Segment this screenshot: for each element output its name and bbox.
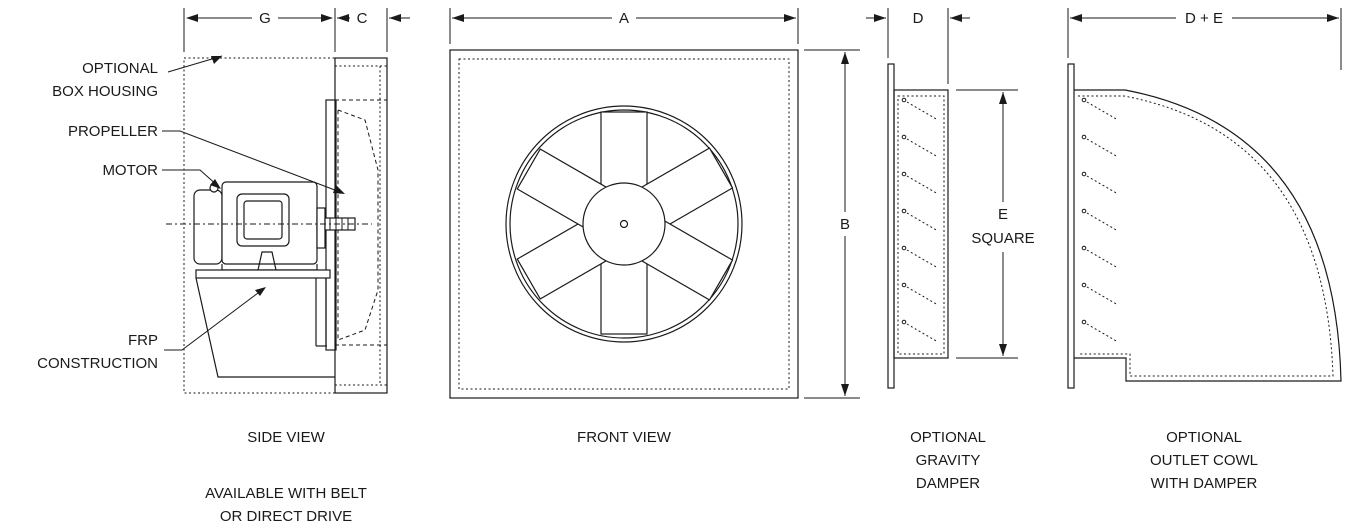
dimension-b: B: [804, 49, 860, 399]
caption-damper-line2: GRAVITY: [916, 452, 981, 469]
frp-base-construction: [195, 269, 335, 378]
callout-frp-line2: CONSTRUCTION: [37, 355, 158, 372]
dimension-d-plus-e-label: D + E: [1185, 10, 1223, 27]
caption-side-view: SIDE VIEW: [247, 429, 325, 446]
dimension-d: D: [866, 8, 970, 84]
dimension-a-label: A: [619, 10, 629, 27]
front-panel: [449, 49, 799, 399]
motor: [193, 181, 356, 271]
caption-drive-line1: AVAILABLE WITH BELT: [205, 485, 367, 502]
caption-cowl-line2: OUTLET COWL: [1150, 452, 1258, 469]
cowl-body: [1074, 89, 1342, 382]
fan-propeller: [516, 111, 734, 335]
cowl-louvers: [1081, 97, 1119, 343]
propeller-blade-profile: [337, 109, 379, 341]
callout-motor: MOTOR: [102, 162, 158, 179]
outlet-cowl-view: D + E OPTIONAL OUTLET COWL WITH DAMPER: [1067, 8, 1342, 492]
gravity-damper-view: D E SQUARE OPTIONAL GRAVITY DAMPER: [866, 8, 1035, 492]
side-view: G C OPTIONAL BOX HOUSING PROPELLER MOTOR…: [37, 8, 410, 525]
dimension-e-square: E SQUARE: [956, 89, 1035, 359]
dimension-b-label: B: [840, 216, 850, 233]
caption-damper-line1: OPTIONAL: [910, 429, 986, 446]
fan-shroud-outer: [505, 105, 743, 343]
dimension-c: C: [337, 8, 410, 52]
cowl-flange: [1067, 63, 1075, 389]
caption-cowl-line3: WITH DAMPER: [1151, 475, 1258, 492]
dimension-e-square-label: SQUARE: [971, 230, 1034, 247]
caption-front-view: FRONT VIEW: [577, 429, 672, 446]
callout-propeller: PROPELLER: [68, 123, 158, 140]
damper-louvers: [901, 97, 939, 343]
dimension-d-label: D: [913, 10, 924, 27]
front-view: A B FRONT VIEW: [449, 8, 860, 446]
dimension-d-plus-e: D + E: [1067, 8, 1342, 70]
callout-frp-line1: FRP: [128, 332, 158, 349]
caption-damper-line3: DAMPER: [916, 475, 980, 492]
dimension-c-label: C: [357, 10, 368, 27]
callout-box-housing-line1: OPTIONAL: [82, 60, 158, 77]
dimension-g-label: G: [259, 10, 271, 27]
caption-drive-line2: OR DIRECT DRIVE: [220, 508, 352, 525]
caption-cowl-line1: OPTIONAL: [1166, 429, 1242, 446]
dimension-g: G: [183, 8, 336, 52]
dimension-a: A: [449, 8, 799, 44]
callout-box-housing-line2: BOX HOUSING: [52, 83, 158, 100]
damper-flange: [887, 63, 895, 389]
damper-body: [893, 89, 949, 359]
dimension-e-label: E: [998, 206, 1008, 223]
